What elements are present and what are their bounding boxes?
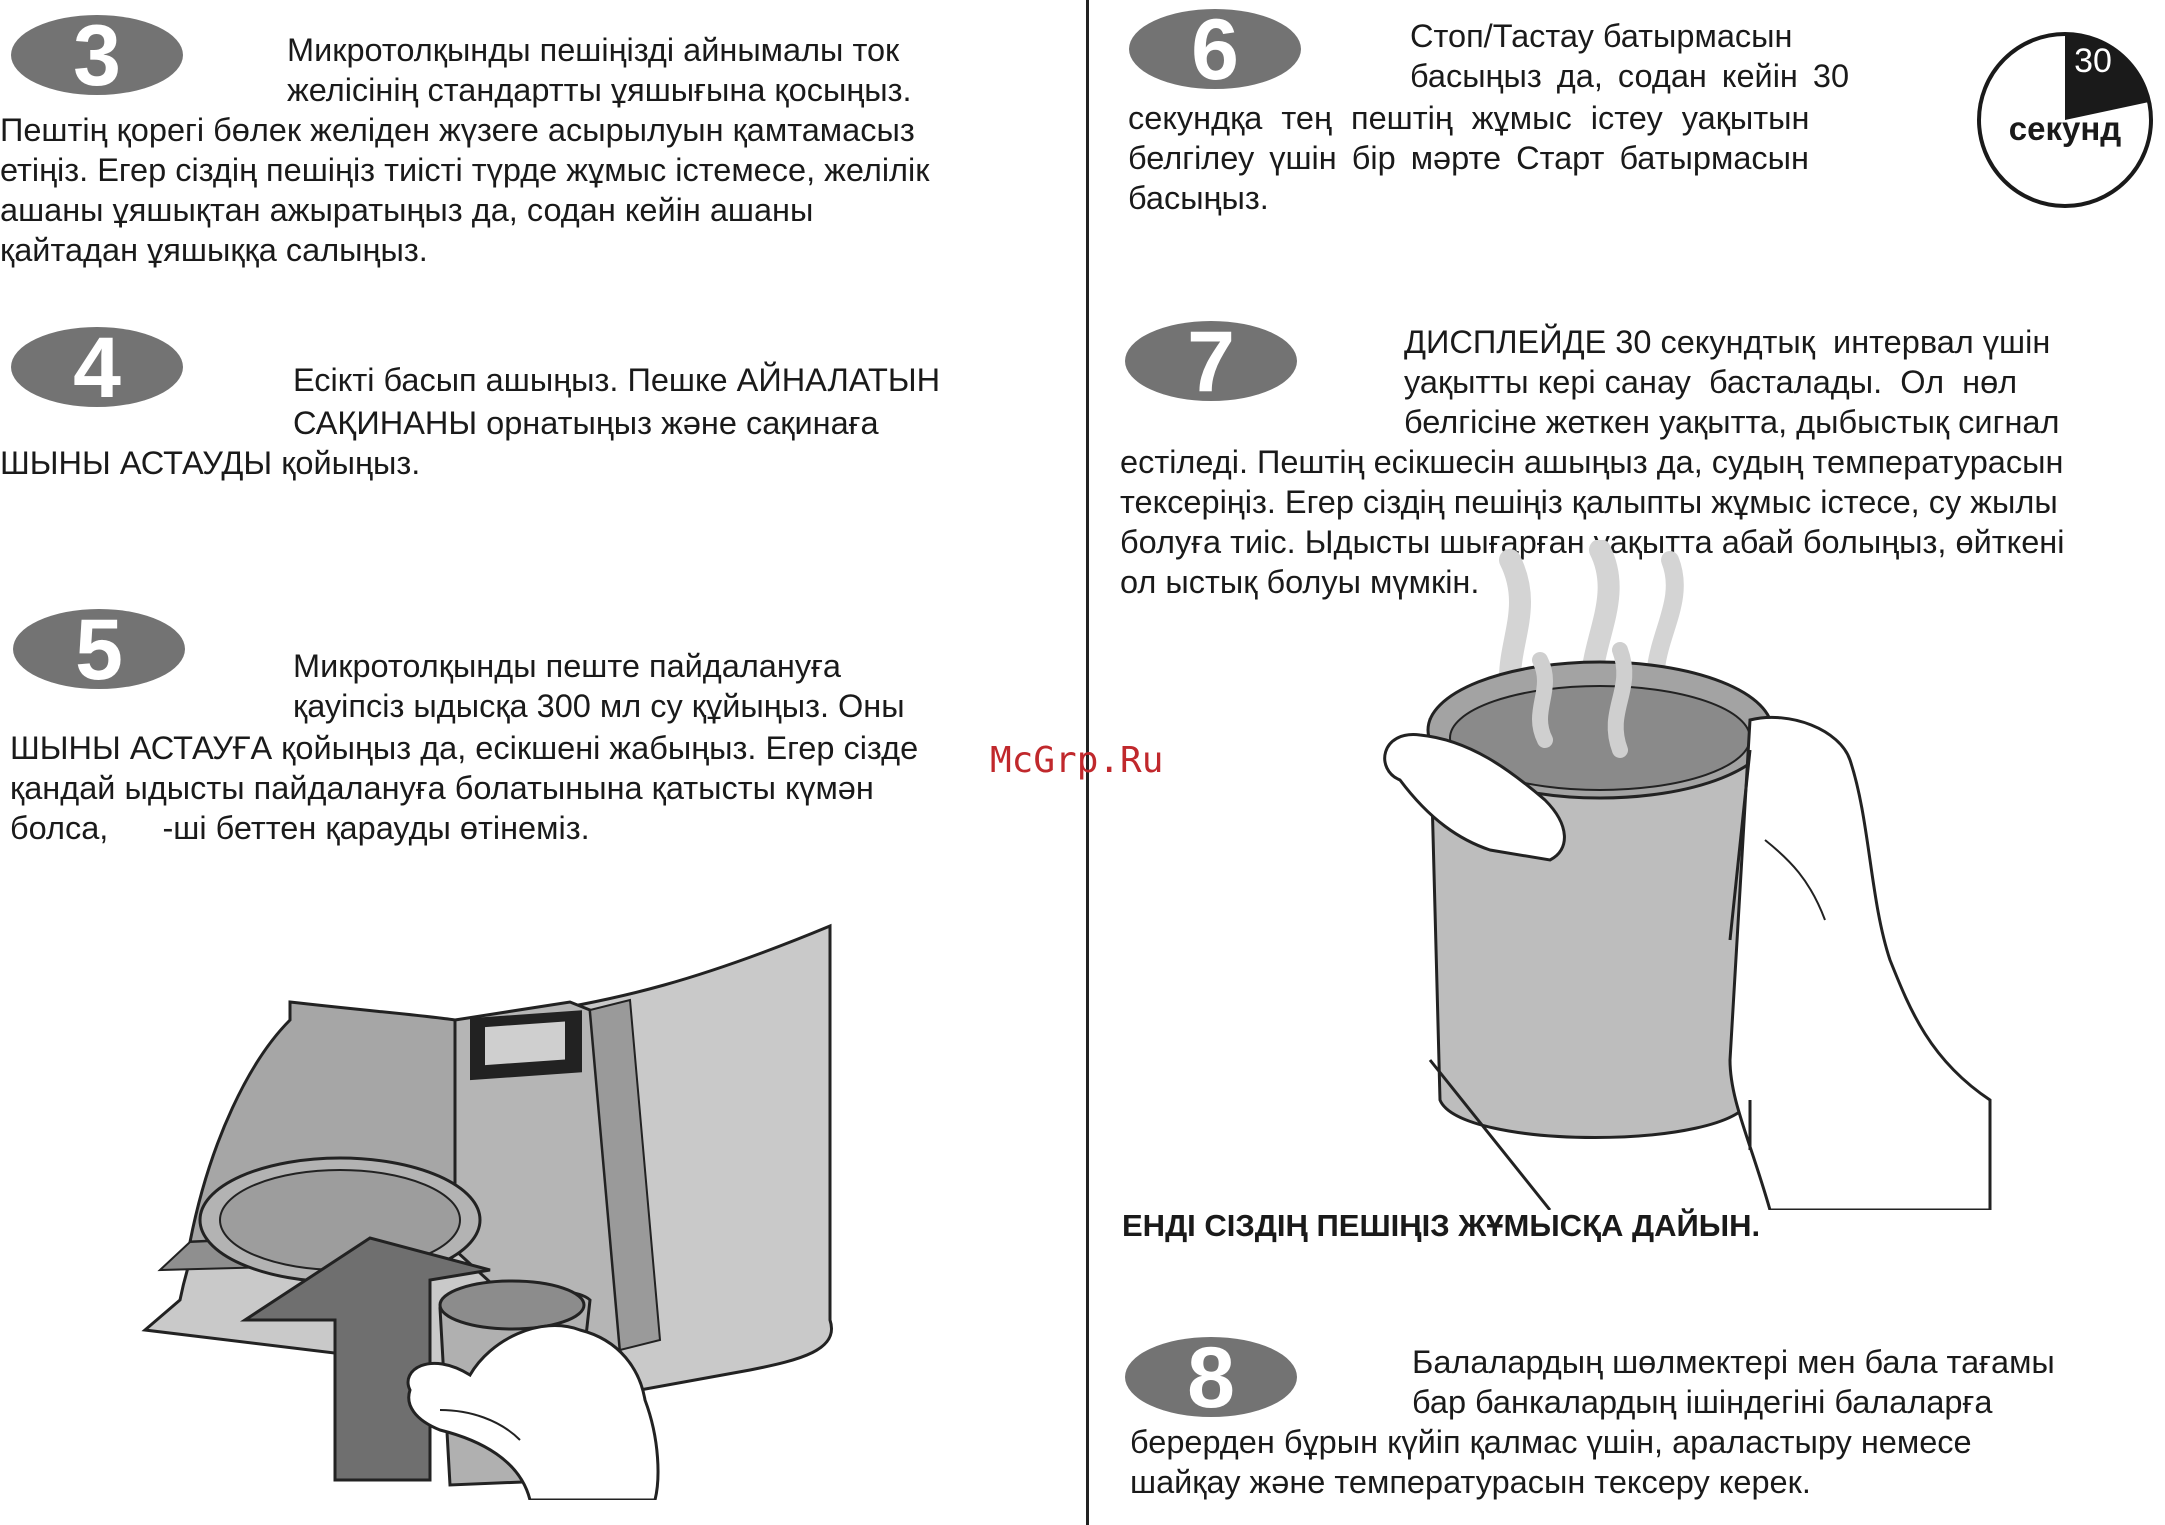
step-4-line-2: САҚИНАНЫ орнатыңыз және сақинаға [293,405,879,441]
step-5-line-3: ШЫНЫ АСТАУҒА қойыңыз да, есікшені жабыңы… [10,730,919,766]
step-3-line-6: қайтадан ұяшыққа салыңыз. [0,232,428,268]
step-8-badge: 8 [1124,1336,1298,1418]
step-badge-icon: 8 [1125,1336,1297,1418]
step-8-line-1: Балалардың шөлмектері мен бала тағамы [1412,1344,2055,1380]
step-6-line-1: Стоп/Тастау батырмасын [1410,18,1793,54]
step-6-line-4: белгілеу үшін бір мәрте Старт батырмасын [1128,140,1809,176]
step-8-line-4: шайқау және температурасын тексеру керек… [1130,1464,1811,1500]
step-8-line-3: берерден бұрын күйіп қалмас үшін, аралас… [1130,1424,1972,1460]
step-5-badge: 5 [12,608,186,690]
step-5-line-1: Микротолқынды пеште пайдалануға [293,648,842,684]
timer-value: 30 [2074,42,2112,80]
svg-text:5: 5 [75,608,123,690]
step-7-line-2: уақытты кері санау басталады. Ол нөл [1404,364,2018,400]
watermark: McGrp.Ru [990,740,1164,781]
step-6-line-3: секундқа тең пештің жұмыс істеу уақытын [1128,100,1810,136]
microwave-with-cup-illustration [141,923,833,1500]
step-badge-icon: 7 [1125,320,1297,402]
svg-text:7: 7 [1187,320,1235,402]
hand-holding-steaming-cup-illustration [1383,540,1992,1210]
step-5-line-2: қауіпсіз ыдысқа 300 мл су құйыңыз. Оны [293,688,905,724]
step-7-line-4: естіледі. Пештің есікшесін ашыңыз да, су… [1120,444,2064,480]
step-badge-icon: 6 [1129,8,1301,90]
step-7-line-7: ол ыстық болуы мүмкін. [1120,564,1480,600]
step-5-line-4: қандай ыдысты пайдалануға болатынына қат… [10,770,874,806]
step-4-line-1: Есікті басып ашыңыз. Пешке АЙНАЛАТЫН [293,362,941,398]
step-3-line-4: етіңіз. Егер сіздің пешіңіз тиісті түрде… [0,152,930,188]
ready-statement: ЕНДІ СІЗДІҢ ПЕШІҢІЗ ЖҰМЫСҚА ДАЙЫН. [1122,1208,1761,1243]
timer-unit: секунд [2009,110,2122,147]
step-badge-icon: 4 [11,326,183,408]
step-6-badge: 6 [1128,8,1302,90]
svg-text:3: 3 [73,14,121,96]
svg-text:8: 8 [1187,1336,1235,1418]
step-6-line-5: басыңыз. [1128,180,1269,216]
step-3-line-1: Микротолқынды пешіңізді айнымалы ток [287,32,900,68]
step-badge-icon: 3 [11,14,183,96]
step-3-line-5: ашаны ұяшықтан ажыратыңыз да, содан кейі… [0,192,814,228]
step-8-line-2: бар банкалардың ішіндегіні балаларға [1412,1384,1993,1420]
timer-icon: 30 секунд [1977,32,2153,208]
step-7-line-5: тексеріңіз. Егер сіздің пешіңіз қалыпты … [1120,484,2058,520]
step-7-line-3: белгісіне жеткен уақытта, дыбыстық сигна… [1404,404,2060,440]
step-3-line-2: желісінің стандартты ұяшығына қосыңыз. [287,72,912,108]
step-7-line-1: ДИСПЛЕЙДЕ 30 секундтық интервал үшін [1404,324,2051,360]
step-7-badge: 7 [1124,320,1298,402]
svg-text:6: 6 [1191,8,1239,90]
step-badge-icon: 5 [13,608,185,690]
step-4-line-3: ШЫНЫ АСТАУДЫ қойыңыз. [0,445,421,481]
column-divider [1086,0,1089,1525]
step-6-line-2: басыңыз да, содан кейін 30 [1410,58,1850,94]
step-3-line-3: Пештің қорегі бөлек желіден жүзеге асыры… [0,112,915,148]
svg-text:4: 4 [73,326,121,408]
step-3-badge: 3 [10,14,184,96]
step-5-line-5: болса, -ші беттен қарауды өтінеміз. [10,810,590,846]
step-4-badge: 4 [10,326,184,408]
